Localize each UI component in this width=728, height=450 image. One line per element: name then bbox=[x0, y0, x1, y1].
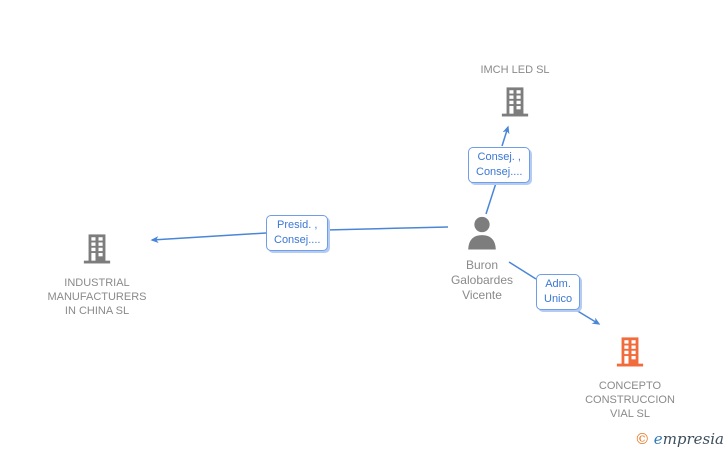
node-company-imch[interactable]: IMCH LED SL bbox=[450, 63, 580, 122]
person-icon bbox=[465, 215, 499, 255]
company-industrial-label-line: MANUFACTURERS bbox=[47, 291, 147, 303]
company-concepto-label: CONCEPTO CONSTRUCCION VIAL SL bbox=[585, 379, 675, 421]
company-industrial-label-line: IN CHINA SL bbox=[64, 305, 130, 317]
company-concepto-label-line: VIAL SL bbox=[610, 408, 650, 420]
building-icon-gray bbox=[500, 85, 530, 122]
edge-label-consej-consej[interactable]: Consej. , Consej.... bbox=[468, 147, 531, 183]
node-person-buron-galobardes[interactable]: Buron Galobardes Vicente bbox=[417, 215, 547, 303]
edge-label-line: Consej.... bbox=[476, 166, 523, 178]
edge-label-adm-unico[interactable]: Adm. Unico bbox=[536, 274, 581, 310]
edge-person-to-industrial-seg2 bbox=[150, 232, 267, 244]
company-industrial-label-line: INDUSTRIAL bbox=[64, 277, 130, 289]
company-imch-label-line: IMCH LED SL bbox=[480, 64, 550, 76]
person-name: Buron Galobardes Vicente bbox=[451, 258, 513, 303]
building-icon-gray bbox=[82, 232, 112, 269]
brand-first-letter: e bbox=[653, 430, 663, 448]
edge-label-line: Unico bbox=[544, 293, 573, 305]
edge-person-to-imch-seg1 bbox=[485, 182, 497, 215]
edge-label-line: Presid. , bbox=[277, 219, 318, 231]
company-concepto-label-line: CONSTRUCCION bbox=[585, 394, 675, 406]
company-industrial-label: INDUSTRIAL MANUFACTURERS IN CHINA SL bbox=[47, 276, 146, 318]
copyright-symbol: © bbox=[634, 430, 650, 448]
person-name-line: Buron bbox=[465, 258, 498, 272]
edge-label-line: Consej.... bbox=[274, 234, 321, 246]
edge-label-line: Adm. bbox=[545, 278, 571, 290]
node-company-industrial[interactable]: INDUSTRIAL MANUFACTURERS IN CHINA SL bbox=[32, 232, 162, 318]
node-company-concepto[interactable]: CONCEPTO CONSTRUCCION VIAL SL bbox=[565, 335, 695, 421]
person-name-line: Galobardes bbox=[450, 273, 514, 287]
edge-label-line: Consej. , bbox=[477, 151, 521, 163]
edge-label-presid-consej[interactable]: Presid. , Consej.... bbox=[266, 215, 329, 251]
person-name-line: Vicente bbox=[462, 288, 502, 302]
empresia-logo[interactable]: ©empresia bbox=[635, 430, 724, 448]
company-concepto-label-line: CONCEPTO bbox=[598, 380, 662, 392]
company-imch-label: IMCH LED SL bbox=[480, 63, 549, 77]
brand-name-rest: mpresia bbox=[662, 430, 724, 448]
edge-person-to-imch-seg2 bbox=[501, 125, 510, 147]
building-icon-orange bbox=[615, 335, 645, 372]
